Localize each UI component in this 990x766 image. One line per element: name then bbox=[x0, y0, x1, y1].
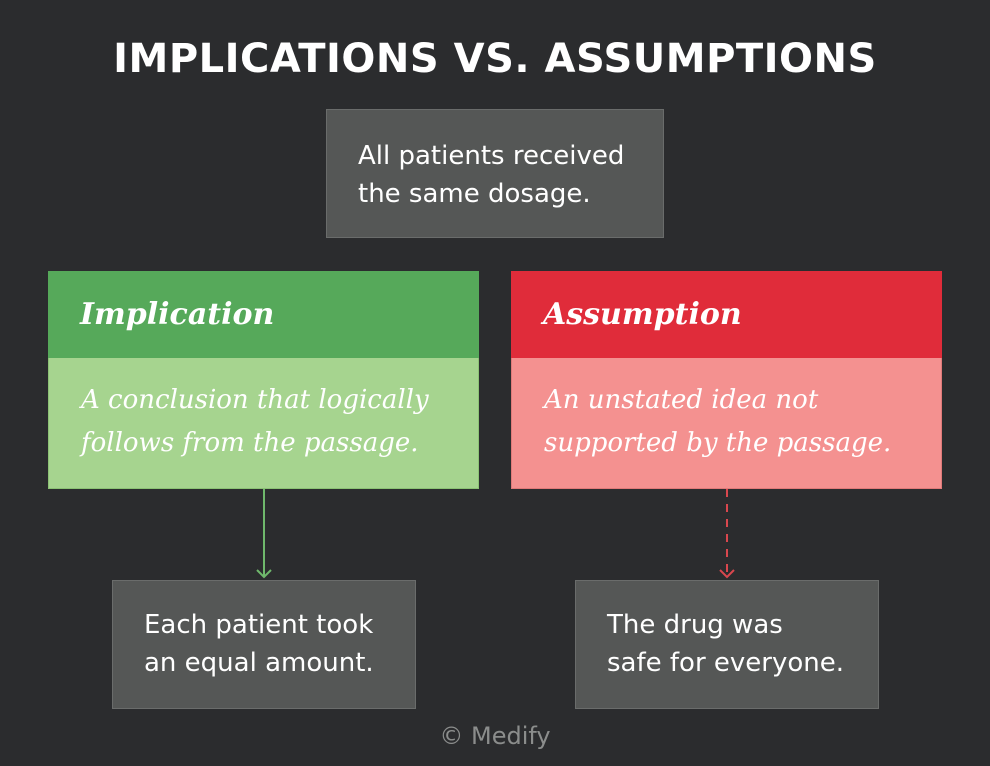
premise-box: All patients received the same dosage. bbox=[326, 109, 664, 238]
implication-example-line-2: an equal amount. bbox=[144, 648, 374, 678]
premise-line-1: All patients received bbox=[358, 141, 625, 171]
diagram-title: IMPLICATIONS VS. ASSUMPTIONS bbox=[113, 36, 877, 82]
assumption-example-box: The drug was safe for everyone. bbox=[575, 580, 879, 709]
implication-example-box: Each patient took an equal amount. bbox=[112, 580, 416, 709]
assumption-card: Assumption An unstated idea not supporte… bbox=[511, 271, 942, 489]
assumption-definition-line-2: supported by the passage. bbox=[544, 428, 892, 458]
implication-heading: Implication bbox=[48, 271, 479, 358]
implication-definition: A conclusion that logically follows from… bbox=[48, 358, 479, 489]
assumption-definition-line-1: An unstated idea not bbox=[544, 385, 819, 415]
assumption-example-line-1: The drug was bbox=[607, 610, 783, 640]
copyright-footer: © Medify bbox=[439, 722, 551, 750]
assumption-arrow bbox=[719, 489, 735, 579]
implication-card: Implication A conclusion that logically … bbox=[48, 271, 479, 489]
assumption-definition: An unstated idea not supported by the pa… bbox=[511, 358, 942, 489]
implication-definition-line-1: A conclusion that logically bbox=[81, 385, 429, 415]
assumption-example-line-2: safe for everyone. bbox=[607, 648, 845, 678]
assumption-heading: Assumption bbox=[511, 271, 942, 358]
implication-arrow bbox=[256, 489, 272, 579]
implication-definition-line-2: follows from the passage. bbox=[81, 428, 419, 458]
implication-example-line-1: Each patient took bbox=[144, 610, 374, 640]
premise-line-2: the same dosage. bbox=[358, 179, 591, 209]
